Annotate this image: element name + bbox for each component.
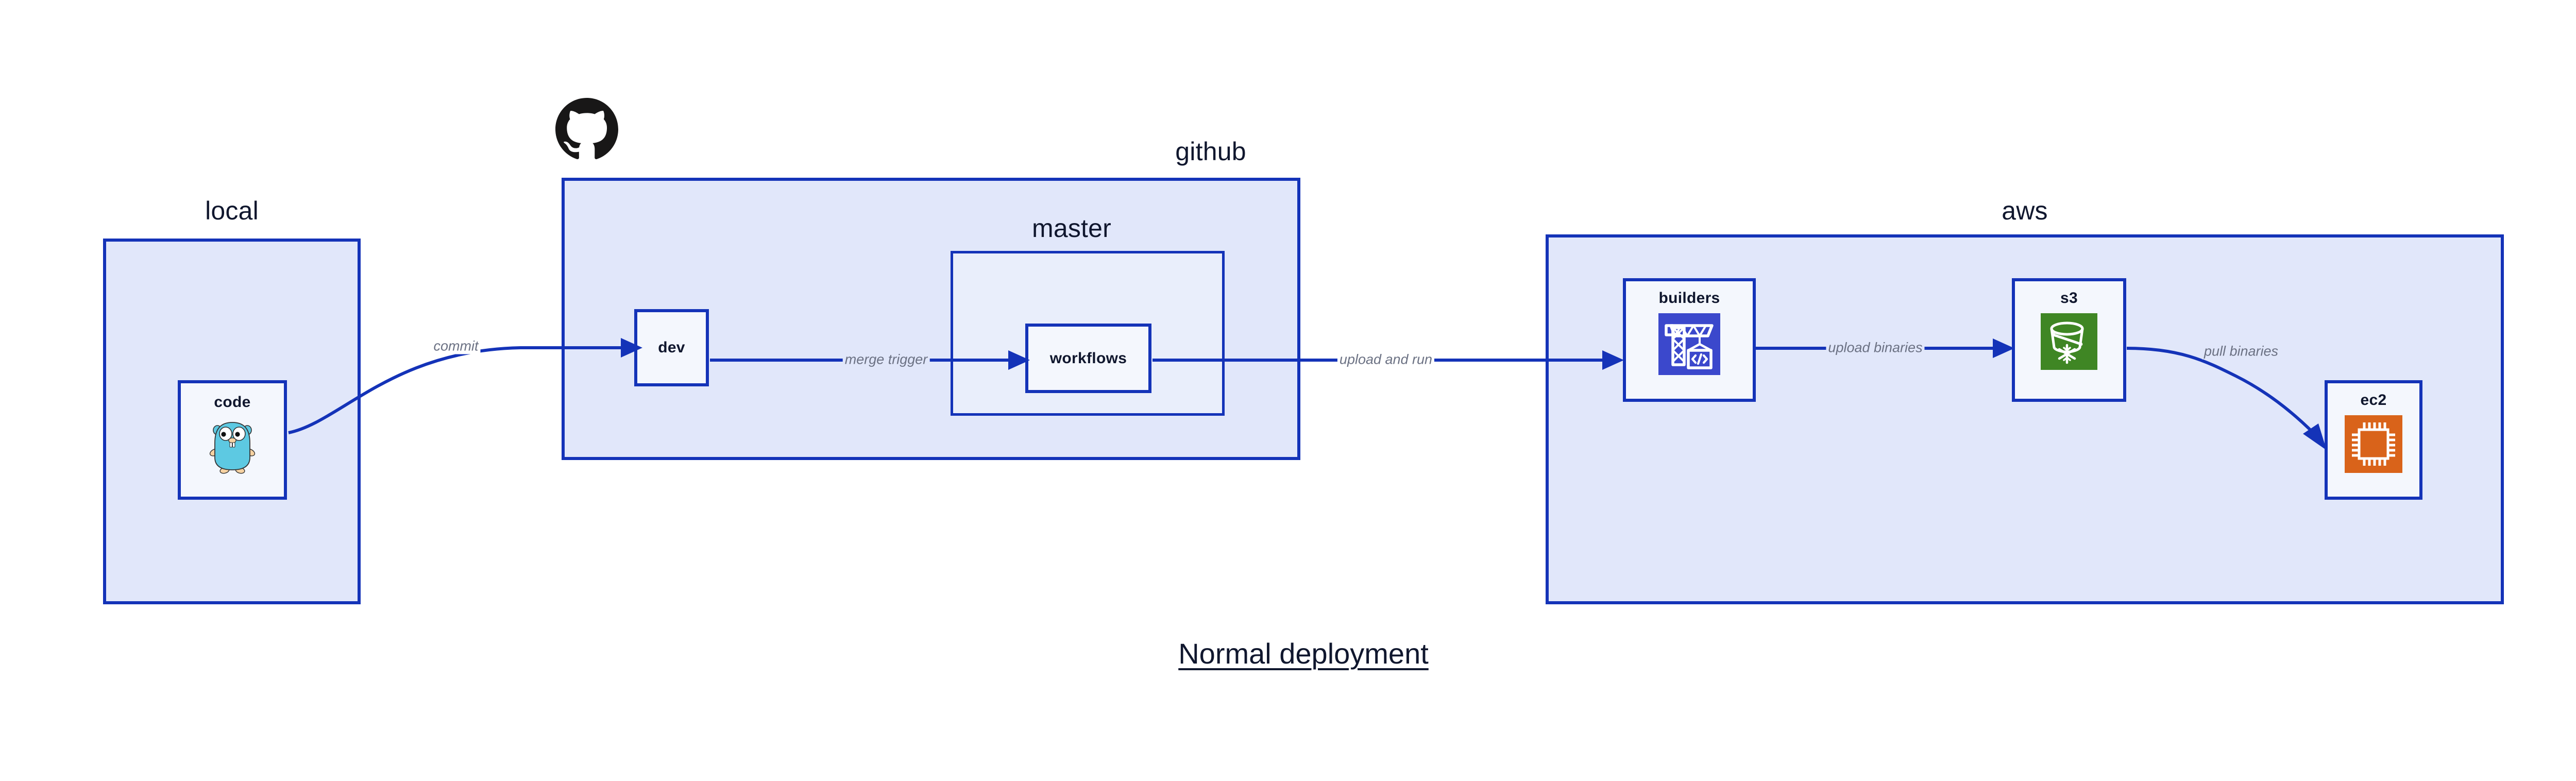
node-code[interactable]: code <box>178 380 287 500</box>
group-label-aws: aws <box>2002 196 2048 225</box>
node-label-builders: builders <box>1658 290 1720 307</box>
node-dev[interactable]: dev <box>634 309 709 386</box>
node-label-dev: dev <box>658 339 685 356</box>
node-s3[interactable]: s3 <box>2012 278 2126 402</box>
group-label-github: github <box>1175 137 1246 166</box>
group-label-master: master <box>1031 214 1111 243</box>
edge-label-pull-binaries: pull binaries <box>2201 343 2281 360</box>
diagram-title: Normal deployment <box>1178 637 1429 670</box>
node-label-s3: s3 <box>2060 290 2078 307</box>
node-label-workflows: workflows <box>1049 349 1127 367</box>
edge-label-merge-trigger: merge trigger <box>842 351 930 368</box>
edge-label-commit: commit <box>431 338 481 354</box>
node-ec2[interactable]: ec2 <box>2325 380 2422 500</box>
node-workflows[interactable]: workflows <box>1025 324 1151 393</box>
go-gopher-icon <box>209 418 256 477</box>
aws-codebuild-icon <box>1658 313 1720 378</box>
edge-label-upload-binaries: upload binaries <box>1826 339 1925 356</box>
node-label-ec2: ec2 <box>2360 392 2387 409</box>
aws-s3-icon <box>2041 313 2097 372</box>
aws-ec2-icon <box>2345 415 2402 476</box>
github-octocat-logo <box>555 98 618 163</box>
node-builders[interactable]: builders <box>1623 278 1756 402</box>
node-label-code: code <box>214 394 251 411</box>
edge-label-upload-and-run: upload and run <box>1337 351 1435 368</box>
group-label-local: local <box>205 196 259 225</box>
